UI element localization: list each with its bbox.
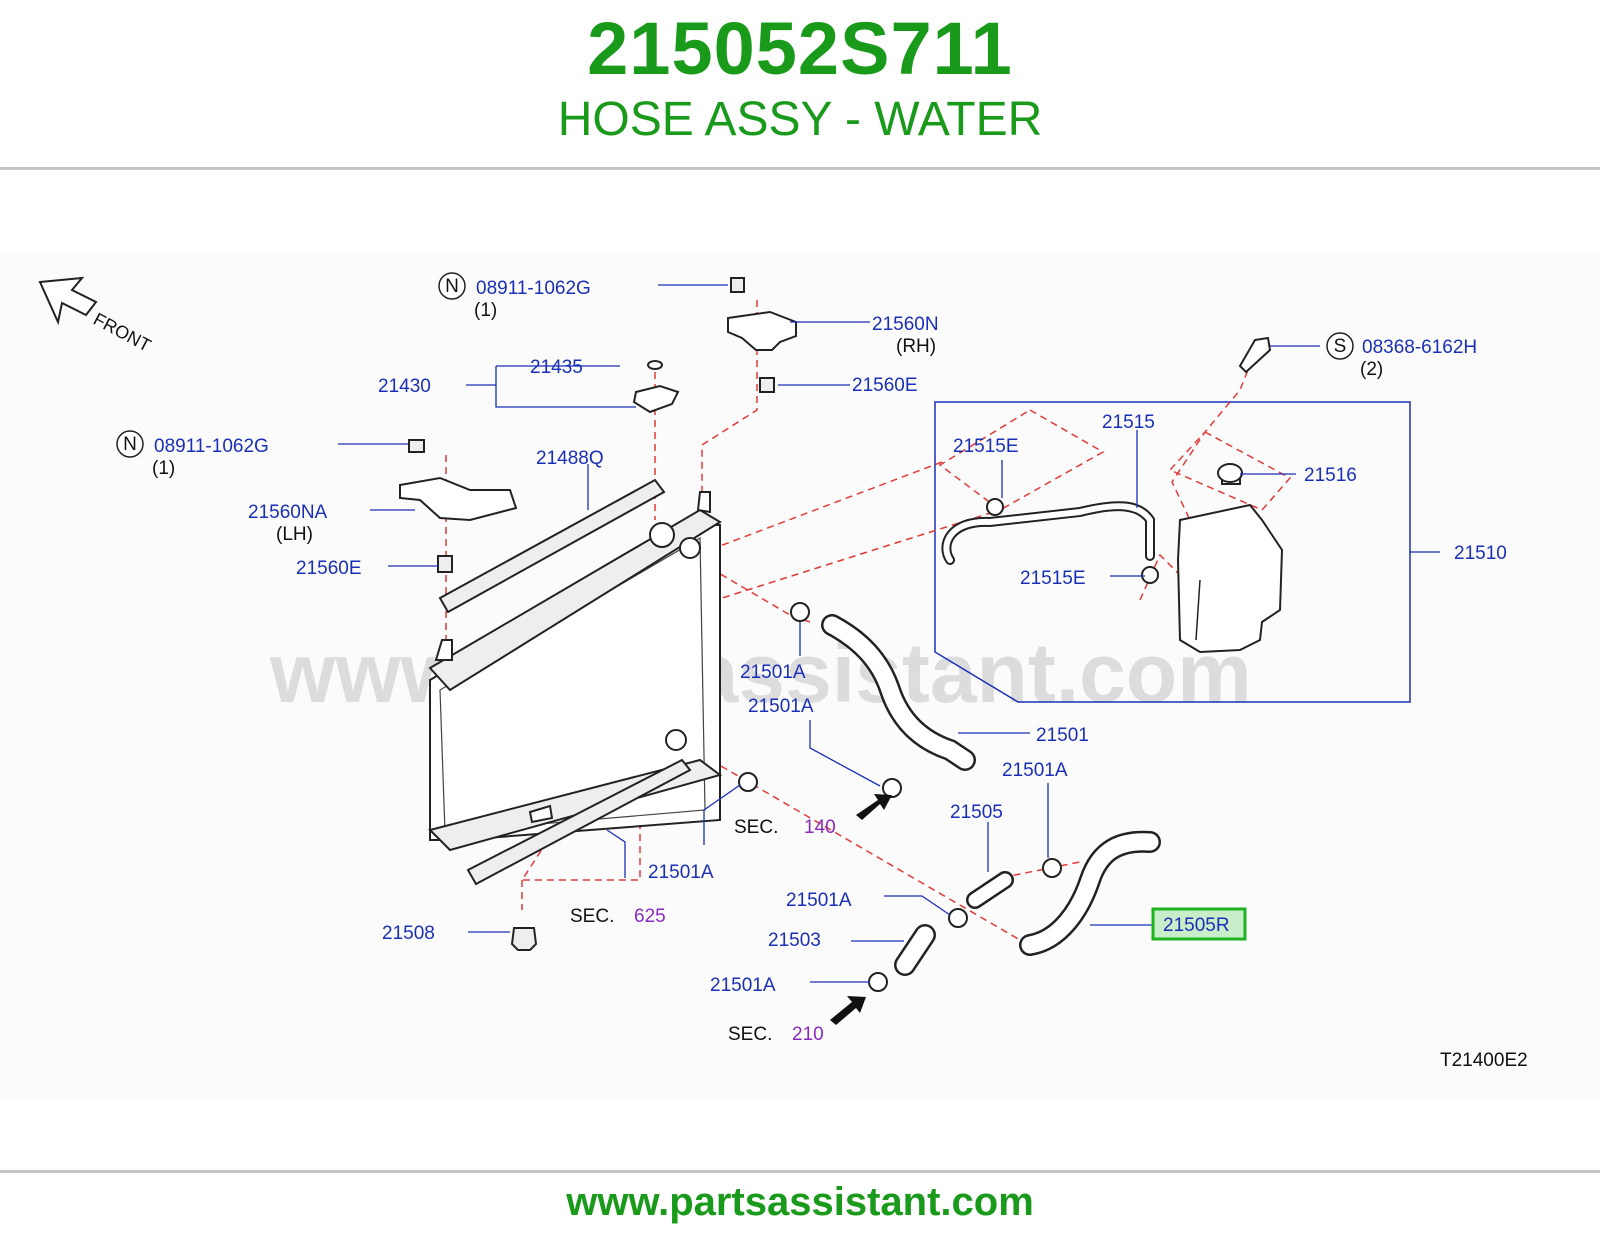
callout-circle-badge: [438, 272, 466, 300]
radiator-cap-icon: [632, 384, 680, 414]
section-reference-label: SEC.: [734, 817, 778, 838]
part-callout-label[interactable]: 21560E: [296, 558, 362, 579]
callout-quantity-note: (1): [152, 458, 175, 479]
section-reference-number[interactable]: 625: [634, 906, 666, 927]
callout-leader-lines: [338, 284, 1440, 983]
overflow-hose-icon: [943, 503, 1153, 563]
arrow-sec210-icon: [830, 996, 866, 1025]
part-callout-label[interactable]: 21505: [950, 802, 1003, 823]
part-callout-label[interactable]: 21560E: [852, 375, 918, 396]
part-callout-label[interactable]: 21501A: [748, 696, 814, 717]
highlight-box: [1151, 907, 1247, 941]
highlighted-part-callout[interactable]: 21505R: [1163, 915, 1230, 936]
hose-21503-icon: [896, 926, 934, 974]
part-number-title: 215052S711: [587, 7, 1013, 90]
callout-quantity-note: (LH): [276, 524, 313, 545]
part-callout-label[interactable]: 21501A: [786, 890, 852, 911]
reservoir-cap-icon: [1217, 463, 1243, 483]
section-reference-label: SEC.: [570, 906, 614, 927]
radiator-icon: [428, 491, 723, 852]
front-label: FRONT: [90, 309, 154, 356]
part-callout-label[interactable]: 21501A: [648, 862, 714, 883]
part-callout-label[interactable]: 08911-1062G: [476, 278, 591, 299]
arrow-sec140-icon: [856, 794, 892, 820]
section-reference-label: SEC.: [728, 1024, 772, 1045]
callout-circle-letter: S: [1334, 336, 1347, 357]
section-reference-number[interactable]: 140: [804, 817, 836, 838]
callout-circle-badge: [116, 430, 144, 458]
part-callout-label[interactable]: 21501A: [1002, 760, 1068, 781]
drawing-code: T21400E2: [1440, 1050, 1528, 1071]
part-callout-label[interactable]: 21516: [1304, 465, 1357, 486]
radiator-seal-strip-icon: [438, 478, 666, 614]
bushing-rh-icon: [759, 377, 775, 393]
reservoir-group-outline: [934, 401, 1411, 703]
lower-hose-21505r-icon: [1021, 833, 1159, 954]
page-header: 215052S711 HOSE ASSY - WATER: [0, 0, 1600, 170]
part-callout-label[interactable]: 08911-1062G: [154, 436, 269, 457]
parts-diagram: www.partsassistant.com FRONT: [38, 272, 1528, 1071]
part-callout-label[interactable]: 21560N: [872, 314, 939, 335]
part-callout-label[interactable]: 21560NA: [248, 502, 328, 523]
callout-circle-letter: N: [445, 276, 459, 297]
part-callout-label[interactable]: 21501A: [710, 975, 776, 996]
part-callout-label[interactable]: 21430: [378, 376, 431, 397]
part-callout-label[interactable]: 21501: [1036, 725, 1089, 746]
section-reference-number[interactable]: 210: [792, 1024, 824, 1045]
footer-divider: [0, 1170, 1600, 1173]
nut-left-icon: [408, 439, 425, 453]
reservoir-tank-icon: [1176, 469, 1284, 654]
callout-circle-badge: [1326, 332, 1354, 360]
callout-quantity-note: (2): [1360, 359, 1383, 380]
mount-bracket-rh-icon: [727, 310, 797, 351]
callout-quantity-note: (RH): [896, 336, 936, 357]
part-callout-label[interactable]: 21488Q: [536, 448, 604, 469]
part-callout-label[interactable]: 21503: [768, 930, 821, 951]
o-ring-icon: [647, 360, 663, 370]
callout-circle-letter: N: [123, 434, 137, 455]
part-callout-label[interactable]: 21435: [530, 357, 583, 378]
callout-quantity-note: (1): [474, 300, 497, 321]
part-callout-label[interactable]: 08368-6162H: [1362, 337, 1477, 358]
bottom-mount-icon: [510, 927, 538, 951]
lower-seal-icon: [466, 758, 692, 886]
part-name-subtitle: HOSE ASSY - WATER: [557, 93, 1043, 146]
parts-diagram-panel: www.partsassistant.com FRONT: [0, 250, 1600, 1100]
bushing-lh-icon: [437, 555, 453, 573]
bolt-icon: [1238, 336, 1272, 374]
header-divider: [0, 167, 1600, 170]
part-callout-label[interactable]: 21501A: [740, 662, 806, 683]
mount-bracket-lh-icon: [399, 476, 518, 522]
upper-hose-icon: [823, 616, 974, 769]
part-callout-label[interactable]: 21515: [1102, 412, 1155, 433]
front-arrow-icon: [38, 276, 98, 326]
part-callout-label[interactable]: 21508: [382, 923, 435, 944]
nut-top-icon: [730, 277, 745, 293]
hose-clamps-icon: [738, 498, 1159, 992]
part-callout-label[interactable]: 21515E: [953, 436, 1019, 457]
footer-website-link[interactable]: www.partsassistant.com: [566, 1180, 1034, 1224]
part-callout-label[interactable]: 21510: [1454, 543, 1507, 564]
part-callout-label[interactable]: 21515E: [1020, 568, 1086, 589]
small-hose-21505-icon: [968, 873, 1012, 907]
